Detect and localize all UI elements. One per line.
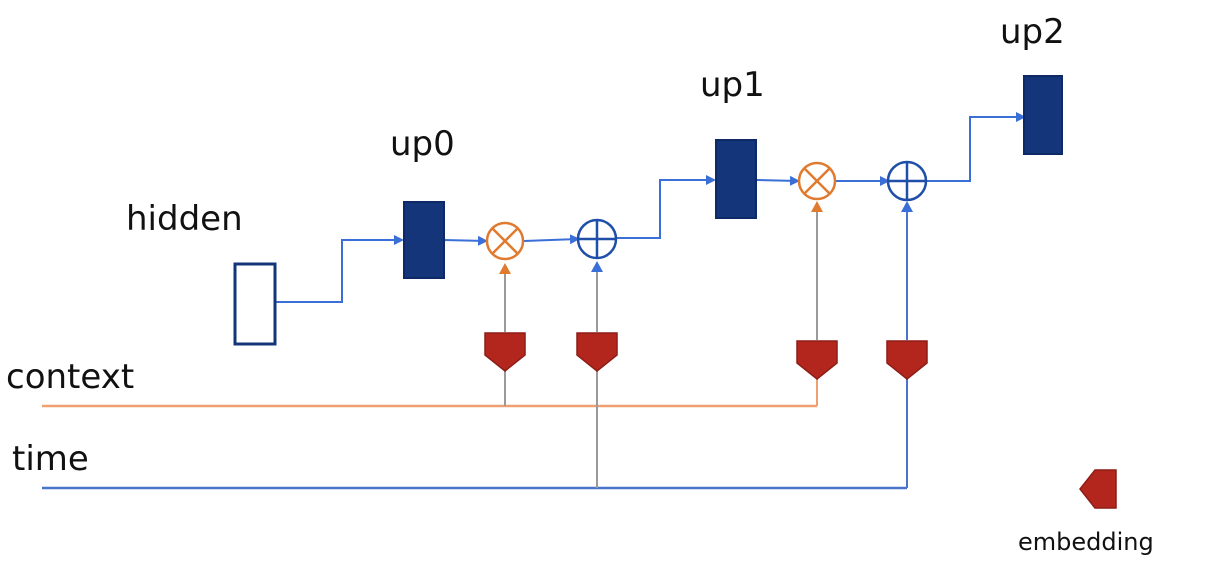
flow-mult0-to-add0 bbox=[523, 234, 580, 245]
add-operator-1 bbox=[886, 160, 928, 202]
embedding-context-1 bbox=[796, 340, 838, 380]
add-operator-0 bbox=[576, 218, 618, 260]
embedding-time-1 bbox=[886, 340, 928, 380]
add-0-arrow bbox=[591, 261, 603, 272]
embedding-context-0 bbox=[484, 332, 526, 372]
flow-add1-to-up2 bbox=[926, 112, 1026, 182]
context-label: context bbox=[6, 357, 135, 397]
mult-0-arrow bbox=[499, 263, 511, 274]
add-1-arrow bbox=[901, 201, 913, 212]
up2-block bbox=[1023, 75, 1063, 155]
up1-label: up1 bbox=[700, 65, 765, 105]
up1-block bbox=[715, 139, 757, 219]
flow-up0-to-mult0 bbox=[443, 235, 488, 246]
embedding-legend-label: embedding bbox=[1018, 528, 1154, 556]
embedding-time-0 bbox=[576, 332, 618, 372]
hidden-label: hidden bbox=[126, 199, 243, 239]
up0-label: up0 bbox=[390, 124, 455, 164]
mult-1-arrow bbox=[811, 201, 823, 212]
time-label: time bbox=[12, 439, 89, 479]
flow-up1-to-mult1 bbox=[755, 175, 800, 186]
embedding-legend-icon bbox=[1079, 469, 1117, 509]
flow-hidden-to-up0 bbox=[276, 235, 404, 303]
up0-block bbox=[403, 201, 445, 279]
multiply-operator-0 bbox=[485, 221, 525, 261]
up2-label: up2 bbox=[1000, 12, 1065, 52]
multiply-operator-1 bbox=[797, 161, 837, 201]
flow-add0-to-up1 bbox=[616, 175, 716, 239]
hidden-block bbox=[233, 262, 277, 346]
